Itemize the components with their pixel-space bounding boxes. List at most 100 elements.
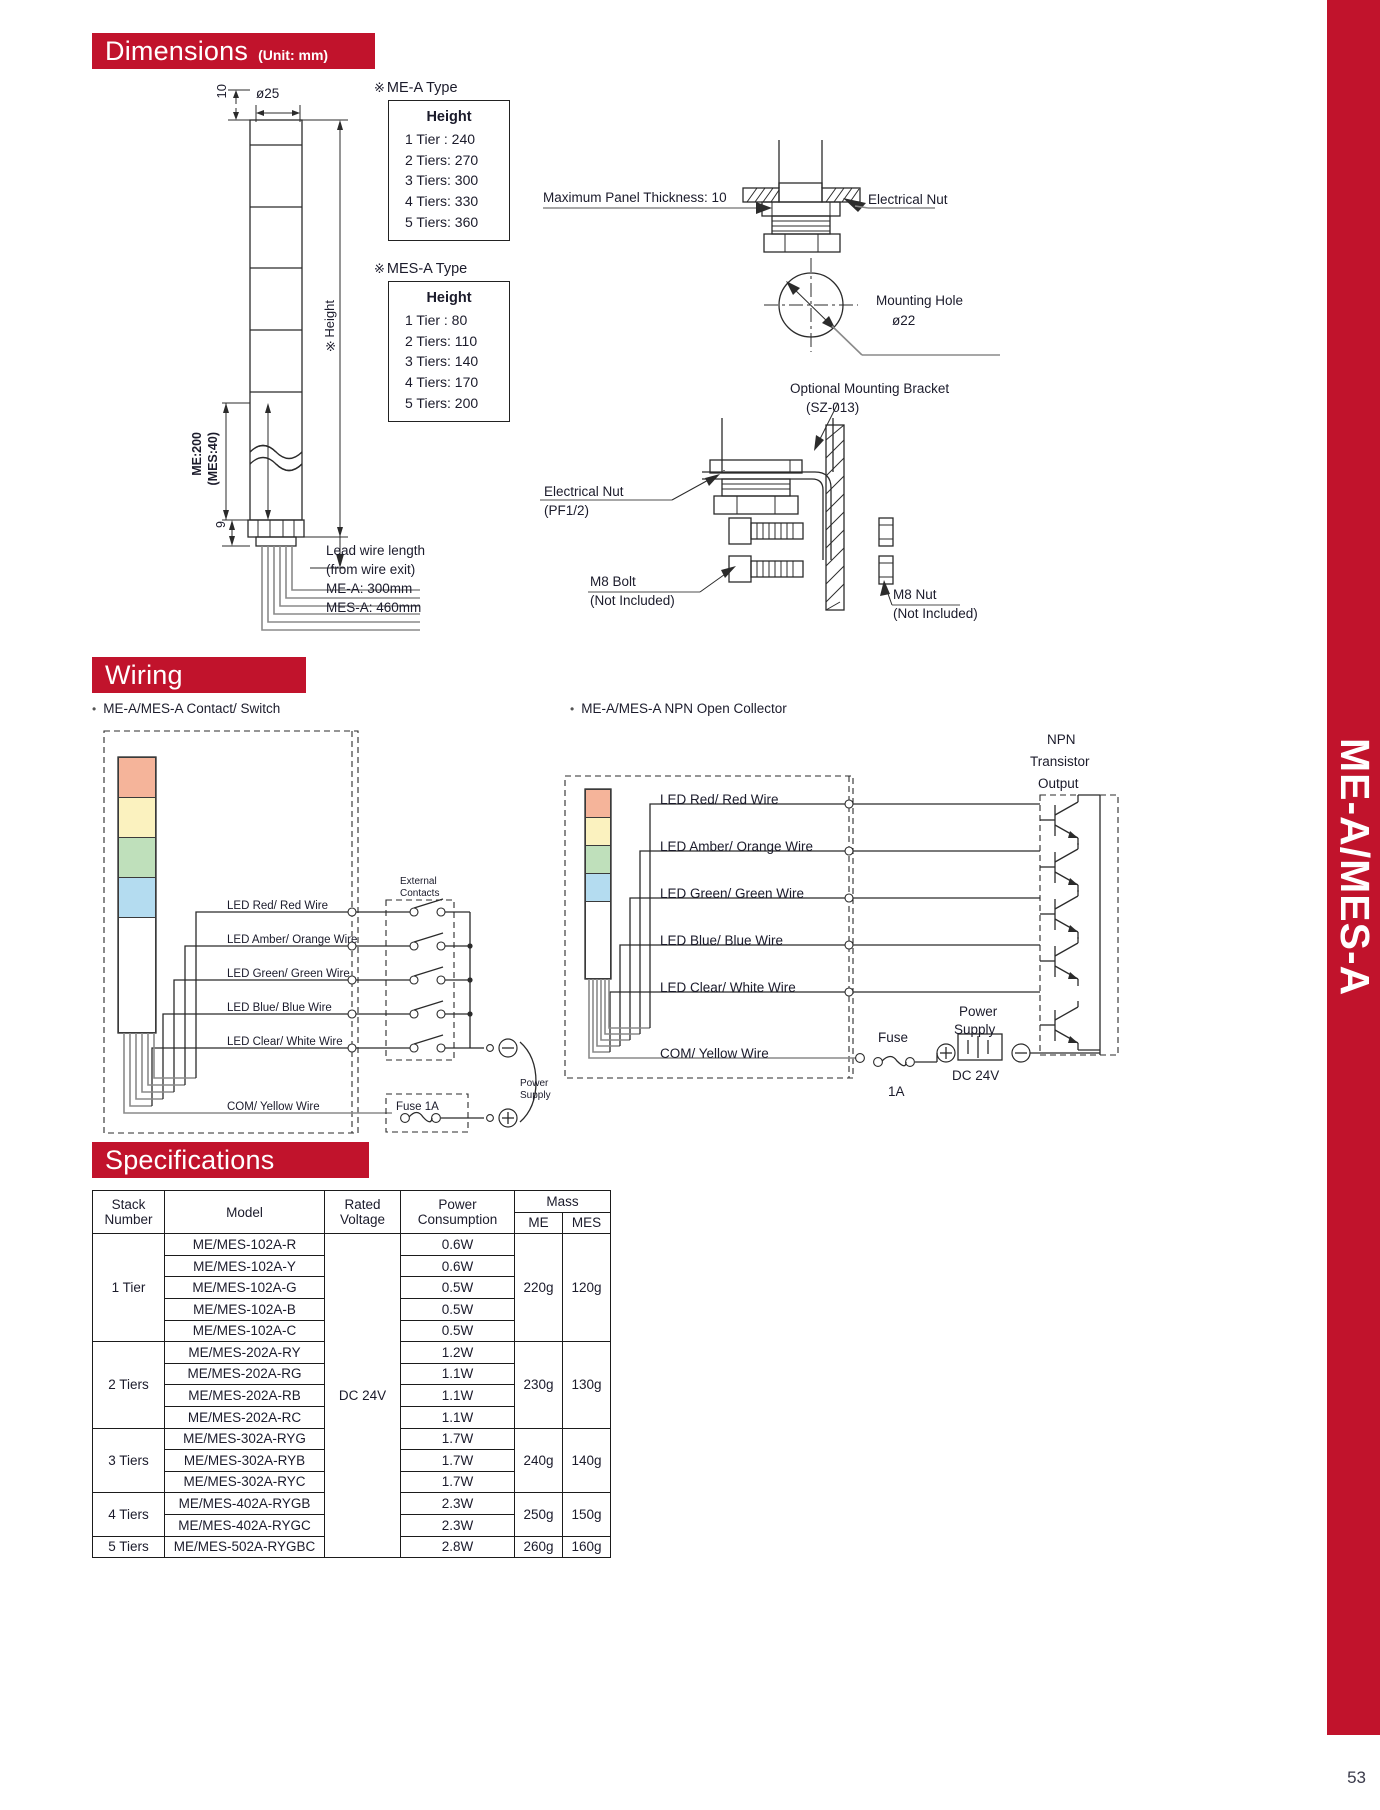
fuse-value-right: 1A [888, 1084, 905, 1099]
me-a-type-box: Height 1 Tier : 240 2 Tiers: 270 3 Tiers… [388, 100, 510, 242]
dimensions-unit: (Unit: mm) [258, 46, 329, 63]
cell-mass-me-3: 240g [514, 1427, 563, 1494]
optional-bracket-label-1: Optional Mounting Bracket [790, 381, 950, 396]
cell-mass-mes-5: 160g [562, 1535, 611, 1559]
me-a-row-4: 4 Tiers: 330 [405, 193, 479, 210]
cell-model: ME/MES-202A-RY [164, 1341, 325, 1364]
table-body: 1 Tier ME/MES-102A-R DC 24V 0.6W 220g 12… [92, 1233, 611, 1559]
fuse-label-right: Fuse [878, 1030, 909, 1045]
table-subheader-row: ME MES [93, 1211, 611, 1235]
table-row: 2 Tiers ME/MES-202A-RY 1.2W 230g 130g [92, 1341, 611, 1429]
th-power-line1: Power [438, 1196, 477, 1212]
wiring-left-title: ME-A/MES-A Contact/ Switch [92, 701, 280, 716]
wire-label-clear-left: LED Clear/ White Wire [227, 1036, 343, 1048]
cell-model: ME/MES-102A-R [164, 1233, 325, 1256]
cell-power: 0.5W [400, 1276, 515, 1299]
cell-stack-3: 3 Tiers [92, 1427, 165, 1494]
specifications-table: Stack Number Model Rated Voltage Power C… [92, 1189, 611, 1559]
cell-model: ME/MES-102A-B [164, 1297, 325, 1321]
table-row: 3 Tiers ME/MES-302A-RYG 1.7W 240g 140g [92, 1427, 611, 1494]
npn-label-1: NPN [1047, 732, 1076, 747]
specifications-title: Specifications [105, 1144, 275, 1175]
wire-label-blue-left: LED Blue/ Blue Wire [227, 1002, 332, 1014]
me-a-row-3: 3 Tiers: 300 [405, 172, 479, 189]
mounting-hole-drawing [764, 258, 1000, 356]
cell-power: 0.6W [400, 1233, 515, 1256]
dim-diameter-label: ø25 [256, 86, 280, 101]
wire-label-clear-right: LED Clear/ White Wire [660, 980, 796, 995]
lead-wire-line2: (from wire exit) [326, 562, 416, 577]
cell-model: ME/MES-402A-RYGB [164, 1492, 325, 1515]
cell-power: 2.3W [400, 1492, 515, 1515]
external-contacts-label-2: Contacts [400, 888, 440, 899]
cell-model: ME/MES-102A-Y [164, 1254, 325, 1278]
wire-label-red-right: LED Red/ Red Wire [660, 792, 779, 807]
kome-icon: ※ [374, 80, 385, 95]
th-mass-mes: MES [562, 1211, 611, 1235]
me-a-row-1: 1 Tier : 240 [405, 131, 476, 148]
dc-label-right: DC 24V [952, 1068, 1000, 1083]
tower-seg-blue-r [586, 874, 610, 902]
cell-mass-mes-4: 150g [562, 1492, 611, 1537]
cell-stack-1: 1 Tier [92, 1233, 165, 1343]
kome-icon-2: ※ [374, 261, 385, 276]
side-tab-label-wrap: ME-A/MES-A [1328, 0, 1380, 1735]
th-mass-me: ME [514, 1211, 563, 1235]
lead-wire-line3: ME-A: 300mm [326, 581, 413, 596]
cell-power: 1.1W [400, 1384, 515, 1407]
cell-stack-2: 2 Tiers [92, 1341, 165, 1429]
cell-rated-voltage: DC 24V [324, 1233, 401, 1559]
cell-power: 1.7W [400, 1470, 515, 1494]
cell-model: ME/MES-102A-G [164, 1276, 325, 1299]
cell-mass-mes-1: 120g [562, 1233, 611, 1343]
power-supply-label-right-1: Power [959, 1004, 998, 1019]
wire-label-amber-left: LED Amber/ Orange Wire [227, 934, 358, 946]
tower-seg-clear-r [586, 902, 610, 978]
wire-label-com-left: COM/ Yellow Wire [227, 1101, 320, 1113]
wiring-left-tower [118, 757, 156, 1033]
mes-a-row-4: 4 Tiers: 170 [405, 374, 479, 391]
table-row: ME/MES-102A-Y 0.6W [93, 1254, 611, 1278]
cell-mass-me-5: 260g [514, 1535, 563, 1559]
me-a-type-title: ※ME-A Type [374, 80, 458, 96]
cell-model: ME/MES-502A-RYGBC [164, 1535, 325, 1559]
mes-a-type-box: Height 1 Tier : 80 2 Tiers: 110 3 Tiers:… [388, 281, 510, 423]
cell-power: 1.1W [400, 1405, 515, 1429]
cell-mass-me-4: 250g [514, 1492, 563, 1537]
cell-power: 1.7W [400, 1427, 515, 1451]
npn-label-2: Transistor [1030, 754, 1090, 769]
m8-nut-label-2: (Not Included) [893, 606, 978, 621]
table-row: 5 Tiers ME/MES-502A-RYGBC 2.8W 260g 160g [92, 1535, 611, 1559]
wiring-title: Wiring [105, 659, 183, 690]
cell-model: ME/MES-302A-RYC [164, 1470, 325, 1494]
max-panel-thickness-label: Maximum Panel Thickness: 10 [543, 190, 727, 205]
cell-model: ME/MES-102A-C [164, 1319, 325, 1343]
th-power-consumption: Power Consumption [400, 1189, 515, 1235]
fuse-label-left: Fuse 1A [396, 1101, 439, 1113]
tower-seg-blue [119, 878, 155, 918]
table-row: 1 Tier ME/MES-102A-R DC 24V 0.6W 220g 12… [92, 1233, 611, 1559]
th-rated-voltage: Rated Voltage [324, 1189, 401, 1235]
side-tab [1327, 0, 1380, 1735]
th-stack-line1: Stack [111, 1196, 146, 1212]
table-row: ME/MES-302A-RYC 1.7W [93, 1470, 611, 1494]
cell-model: ME/MES-202A-RB [164, 1384, 325, 1407]
me-a-row-2: 2 Tiers: 270 [405, 151, 479, 168]
tower-seg-red-r [586, 790, 610, 818]
cell-model: ME/MES-202A-RG [164, 1362, 325, 1386]
power-supply-label-left-1: Power [520, 1078, 549, 1089]
wire-label-green-right: LED Green/ Green Wire [660, 886, 805, 901]
m8-nut-label-1: M8 Nut [893, 587, 937, 602]
lead-wire-line4: MES-A: 460mm [326, 600, 422, 615]
cell-power: 0.6W [400, 1254, 515, 1278]
cell-model: ME/MES-302A-RYG [164, 1427, 325, 1451]
cell-mass-me-2: 230g [514, 1341, 563, 1429]
cell-stack-4: 4 Tiers [92, 1492, 165, 1537]
wire-label-red-left: LED Red/ Red Wire [227, 900, 328, 912]
th-volt-line1: Rated [344, 1196, 381, 1212]
mounting-hole-label: Mounting Hole [876, 293, 964, 308]
power-supply-label-left-2: Supply [520, 1090, 551, 1101]
wire-label-green-left: LED Green/ Green Wire [227, 968, 350, 980]
th-power-line2: Consumption [417, 1212, 498, 1228]
